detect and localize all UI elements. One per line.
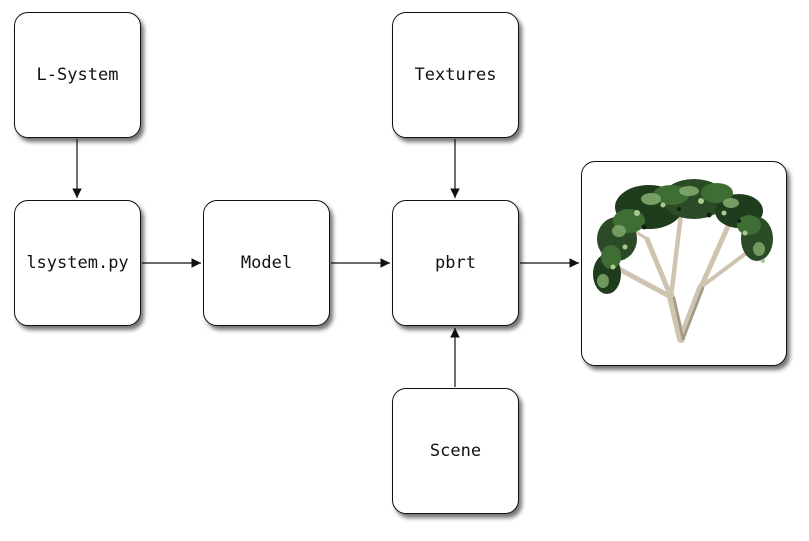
node-lsystem-py-label: lsystem.py <box>26 253 129 273</box>
node-pbrt: pbrt <box>392 200 519 326</box>
node-model: Model <box>203 200 330 326</box>
node-scene-label: Scene <box>429 441 482 461</box>
tree-trunk-shade <box>672 286 705 340</box>
node-textures-label: Textures <box>414 65 497 85</box>
node-output-render <box>581 161 787 366</box>
tree-foliage <box>593 178 773 294</box>
node-textures: Textures <box>392 12 519 138</box>
rendered-tree-image <box>593 178 773 343</box>
node-model-label: Model <box>240 253 293 273</box>
node-scene: Scene <box>392 388 519 514</box>
node-lsystem-py: lsystem.py <box>14 200 141 326</box>
node-lsystem-label: L-System <box>36 65 119 85</box>
node-pbrt-label: pbrt <box>435 253 476 273</box>
node-lsystem: L-System <box>14 12 141 138</box>
